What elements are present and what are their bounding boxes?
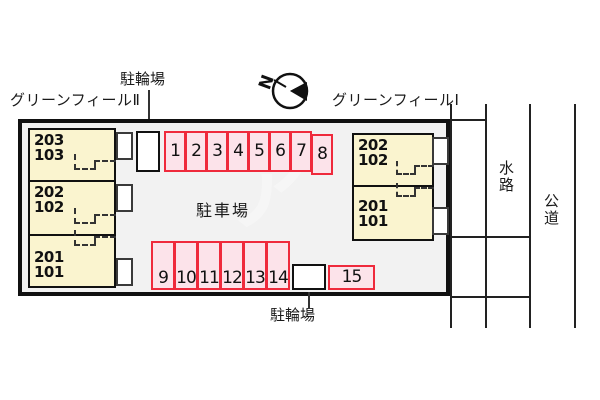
parking-row-top: 1 2 3 4 5 6 7 8 bbox=[164, 131, 333, 175]
stall-number: 10 bbox=[176, 268, 197, 288]
stall-number: 3 bbox=[212, 141, 223, 161]
partition-line bbox=[396, 161, 398, 175]
partition-line bbox=[414, 165, 416, 174]
stall-number: 7 bbox=[296, 141, 307, 161]
partition-line bbox=[74, 230, 76, 246]
parking-stall-1[interactable]: 1 bbox=[164, 131, 186, 172]
parking-stall-15[interactable]: 15 bbox=[328, 265, 375, 290]
left-unit-202-102-numbers: 202 102 bbox=[34, 185, 64, 215]
svg-text:N: N bbox=[255, 72, 279, 92]
stall-number: 4 bbox=[233, 141, 244, 161]
parking-stall-2[interactable]: 2 bbox=[185, 131, 207, 172]
left-building: 203 103 202 102 201 101 bbox=[28, 128, 133, 288]
site-top-right-edge bbox=[450, 119, 486, 121]
partition-line bbox=[94, 236, 116, 238]
public-road-label: 公道 bbox=[542, 193, 560, 227]
unit-number-upper: 201 bbox=[34, 248, 64, 266]
bike-parking-top-label: 駐輪場 bbox=[120, 70, 166, 88]
unit-number-lower: 101 bbox=[358, 212, 388, 230]
unit-number-lower: 102 bbox=[358, 151, 388, 169]
left-unit-201-101-numbers: 201 101 bbox=[34, 250, 64, 280]
unit-number-lower: 101 bbox=[34, 263, 64, 281]
bike-parking-area-top[interactable] bbox=[136, 131, 160, 172]
parking-stall-6[interactable]: 6 bbox=[269, 131, 291, 172]
right-building: 202 102 201 101 bbox=[352, 133, 449, 241]
bike-parking-top-leader-line bbox=[148, 90, 150, 132]
parking-stall-10[interactable]: 10 bbox=[174, 241, 198, 290]
stall-number: 13 bbox=[245, 268, 266, 288]
parking-stall-13[interactable]: 13 bbox=[243, 241, 267, 290]
waterway-label: 水路 bbox=[497, 160, 515, 194]
parking-stall-8[interactable]: 8 bbox=[311, 134, 333, 175]
stall-number: 15 bbox=[341, 267, 363, 287]
stall-number: 9 bbox=[158, 268, 169, 288]
right-unit-202-102[interactable]: 202 102 bbox=[354, 135, 449, 187]
left-unit-203-103[interactable]: 203 103 bbox=[30, 130, 133, 182]
unit-number-lower: 103 bbox=[34, 146, 64, 164]
right-unit-201-101-numbers: 201 101 bbox=[358, 199, 388, 229]
partition-line bbox=[74, 154, 76, 170]
stall-number: 11 bbox=[199, 268, 220, 288]
site-right-boundary-extension bbox=[450, 104, 452, 328]
stall-number: 5 bbox=[254, 141, 265, 161]
partition-line bbox=[74, 222, 96, 224]
partition-line bbox=[414, 187, 434, 189]
left-unit-203-entrance-tab bbox=[116, 132, 133, 160]
parking-stall-7[interactable]: 7 bbox=[290, 131, 312, 172]
unit-number-lower: 102 bbox=[34, 198, 64, 216]
unit-number-upper: 202 bbox=[34, 183, 64, 201]
parking-stall-11[interactable]: 11 bbox=[197, 241, 221, 290]
parking-stall-5[interactable]: 5 bbox=[248, 131, 270, 172]
stall-number: 8 bbox=[317, 144, 328, 164]
waterway-right-boundary bbox=[485, 104, 487, 328]
bike-parking-bottom-label: 駐輪場 bbox=[270, 306, 316, 324]
unit-number-upper: 202 bbox=[358, 136, 388, 154]
partition-line bbox=[94, 160, 116, 162]
partition-line bbox=[94, 236, 96, 246]
stall-number: 2 bbox=[191, 141, 202, 161]
parking-row-bottom: 9 10 11 12 13 14 bbox=[151, 241, 291, 290]
partition-line bbox=[414, 165, 434, 167]
left-unit-202-102[interactable]: 202 102 bbox=[30, 182, 133, 236]
parking-area-label: 駐車場 bbox=[196, 201, 251, 220]
partition-line bbox=[94, 160, 96, 170]
stall-number: 14 bbox=[268, 268, 289, 288]
partition-line bbox=[396, 183, 398, 197]
left-unit-202-entrance-tab bbox=[116, 184, 133, 212]
left-unit-201-101[interactable]: 201 101 bbox=[30, 230, 133, 286]
north-arrow-compass-icon: N bbox=[255, 72, 309, 110]
bike-parking-bottom-leader-line bbox=[308, 292, 310, 308]
bike-parking-area-bottom[interactable] bbox=[292, 264, 326, 290]
partition-line bbox=[74, 168, 96, 170]
public-road-left-boundary bbox=[529, 104, 531, 328]
partition-line bbox=[396, 173, 416, 175]
stall-number: 1 bbox=[170, 141, 181, 161]
left-building-title: グリーンフィールⅡ bbox=[10, 91, 141, 109]
parking-stall-14[interactable]: 14 bbox=[266, 241, 290, 290]
right-unit-201-entrance-tab bbox=[432, 207, 449, 235]
stall-number: 6 bbox=[275, 141, 286, 161]
public-road-right-boundary bbox=[574, 104, 576, 328]
left-unit-203-103-numbers: 203 103 bbox=[34, 133, 64, 163]
partition-line bbox=[94, 214, 116, 216]
parking-stall-9[interactable]: 9 bbox=[151, 241, 175, 290]
right-unit-202-102-numbers: 202 102 bbox=[358, 138, 388, 168]
right-unit-202-entrance-tab bbox=[432, 137, 449, 165]
waterway-divider-upper bbox=[450, 236, 530, 238]
right-unit-201-101[interactable]: 201 101 bbox=[354, 183, 449, 239]
partition-line bbox=[74, 208, 76, 224]
partition-line bbox=[74, 244, 96, 246]
unit-number-upper: 203 bbox=[34, 131, 64, 149]
right-building-title: グリーンフィールⅠ bbox=[332, 91, 460, 109]
parking-stall-4[interactable]: 4 bbox=[227, 131, 249, 172]
left-unit-201-entrance-tab bbox=[116, 258, 133, 286]
partition-line bbox=[94, 214, 96, 224]
parking-stall-3[interactable]: 3 bbox=[206, 131, 228, 172]
partition-line bbox=[396, 195, 416, 197]
stall-number: 12 bbox=[222, 268, 243, 288]
waterway-divider-lower bbox=[450, 296, 530, 298]
partition-line bbox=[414, 187, 416, 196]
unit-number-upper: 201 bbox=[358, 197, 388, 215]
parking-stall-12[interactable]: 12 bbox=[220, 241, 244, 290]
